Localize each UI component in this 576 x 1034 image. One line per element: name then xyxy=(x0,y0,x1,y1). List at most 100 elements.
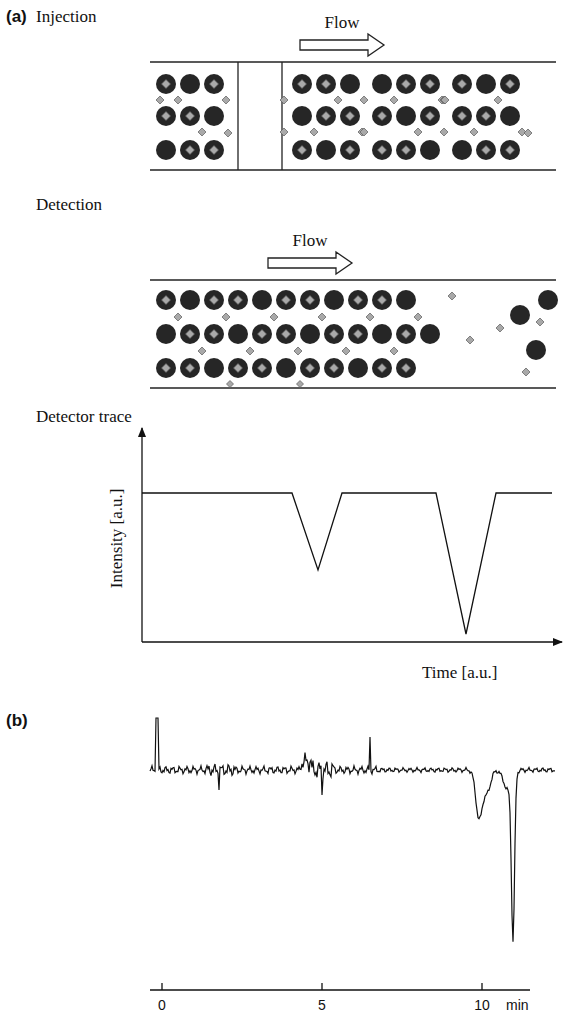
analyte-diamond xyxy=(441,96,449,104)
analyte-diamond xyxy=(258,330,267,339)
analyte-diamond xyxy=(282,330,291,339)
analyte-diamond xyxy=(162,80,171,89)
analyte-diamond xyxy=(297,381,304,388)
column-wall xyxy=(150,61,556,62)
particle xyxy=(420,74,440,94)
stationary-phase-particles xyxy=(156,74,558,388)
section-title: Detection xyxy=(36,196,102,215)
particle xyxy=(452,140,472,160)
particle xyxy=(340,140,360,160)
analyte-diamond xyxy=(322,80,331,89)
analyte-diamond xyxy=(402,80,411,89)
particle xyxy=(204,290,224,310)
analyte-diamond xyxy=(482,112,491,121)
particle xyxy=(228,358,248,378)
analyte-diamond xyxy=(346,146,355,155)
panel-label: (a) xyxy=(6,8,27,27)
analyte-diamond xyxy=(174,96,182,104)
particle xyxy=(252,358,272,378)
injection-plug-edge xyxy=(281,62,282,170)
analyte-diamond xyxy=(458,80,467,89)
particle xyxy=(324,290,344,310)
particle xyxy=(476,106,496,126)
analyte-diamond xyxy=(378,364,387,373)
flow-label: Flow xyxy=(293,232,328,251)
particle xyxy=(372,74,392,94)
particle xyxy=(156,106,176,126)
particle xyxy=(204,140,224,160)
axis-title: Time [a.u.] xyxy=(422,664,497,683)
particle xyxy=(500,140,520,160)
particle xyxy=(372,290,392,310)
analyte-diamond xyxy=(222,313,230,321)
analyte-diamond xyxy=(458,112,467,121)
particle xyxy=(324,324,344,344)
analyte-diamond xyxy=(156,96,164,104)
particle xyxy=(348,324,368,344)
particle xyxy=(204,324,224,344)
analyte-diamond xyxy=(366,313,374,321)
particle xyxy=(396,74,416,94)
particle xyxy=(324,358,344,378)
particle xyxy=(156,358,176,378)
analyte-diamond xyxy=(494,96,502,104)
particle xyxy=(292,106,312,126)
analyte-diamond xyxy=(186,112,195,121)
x-axis xyxy=(142,641,562,642)
particle xyxy=(340,106,360,126)
y-axis xyxy=(141,428,142,642)
analyte-diamond xyxy=(390,96,398,104)
particle xyxy=(316,106,336,126)
particle xyxy=(180,324,200,344)
particle xyxy=(372,358,392,378)
particle xyxy=(476,74,496,94)
analyte-diamond xyxy=(234,364,243,373)
analyte-diamond xyxy=(310,128,318,136)
axis-tick xyxy=(481,983,482,990)
particle xyxy=(180,106,200,126)
analyte-diamond xyxy=(330,364,339,373)
particle xyxy=(372,324,392,344)
analyte-diamond xyxy=(506,146,515,155)
analyte-diamond xyxy=(522,368,530,376)
analyte-diamond xyxy=(470,128,478,136)
particle xyxy=(300,358,320,378)
particle xyxy=(538,290,558,310)
tick-label: 10 xyxy=(474,998,490,1013)
panel-label: (b) xyxy=(6,712,28,731)
particle xyxy=(500,106,520,126)
particle xyxy=(420,106,440,126)
particle xyxy=(156,140,176,160)
analyte-diamond xyxy=(378,296,387,305)
analyte-diamond xyxy=(198,347,206,355)
analyte-diamond xyxy=(440,128,448,136)
analyte-diamond xyxy=(346,112,355,121)
particle xyxy=(204,106,224,126)
analyte-diamond xyxy=(210,296,219,305)
flow-arrow xyxy=(268,252,352,274)
analyte-diamond xyxy=(174,313,182,321)
injection-plug-edge xyxy=(237,62,238,170)
analyte-diamond xyxy=(426,112,435,121)
particle xyxy=(372,140,392,160)
particle xyxy=(396,106,416,126)
analyte-diamond xyxy=(322,112,331,121)
particle xyxy=(180,358,200,378)
particle xyxy=(396,324,416,344)
particle xyxy=(292,74,312,94)
chromatogram-trace xyxy=(150,718,555,942)
analyte-diamond xyxy=(414,313,422,321)
particle xyxy=(452,74,472,94)
particle xyxy=(204,74,224,94)
particle xyxy=(420,324,440,344)
analyte-diamond xyxy=(466,336,474,344)
analyte-diamond xyxy=(210,80,219,89)
particle xyxy=(500,74,520,94)
analyte-diamond xyxy=(198,128,206,136)
particle xyxy=(300,290,320,310)
analyte-diamond xyxy=(298,80,307,89)
analyte-diamond xyxy=(402,146,411,155)
particle xyxy=(204,358,224,378)
analyte-diamond xyxy=(162,296,171,305)
particle xyxy=(156,290,176,310)
